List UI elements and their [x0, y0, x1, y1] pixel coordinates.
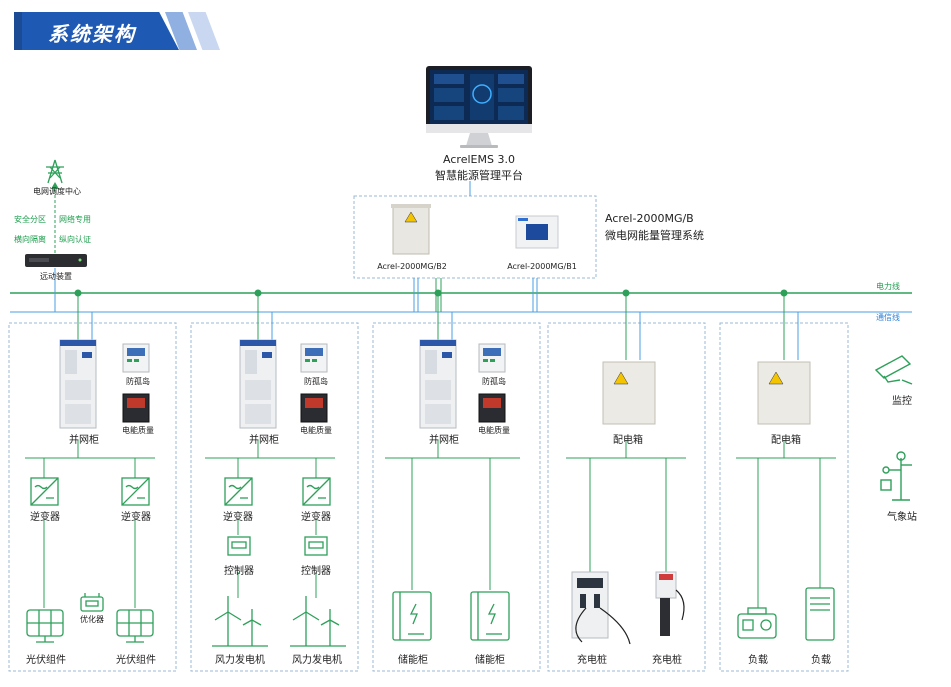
s1-extra-label: 优化器: [80, 615, 104, 624]
distribution-box-icon-2: [757, 361, 811, 425]
s1-dev1-label: 防孤岛: [126, 377, 150, 386]
mgs-b1-cabinet-icon: [515, 215, 559, 249]
s5-left-bottom-label: 负载: [748, 655, 768, 666]
s3-right-bottom-label: 储能柜: [475, 655, 505, 666]
mgs-box: [353, 195, 597, 279]
pv-panel-icon-1: [26, 609, 64, 643]
platform-subtitle: 智慧能源管理平台: [435, 169, 523, 182]
s2-left-bottom-label: 风力发电机: [215, 655, 265, 666]
grid-cabinet-icon-3: [419, 339, 457, 429]
s1-cabinet-label: 并网柜: [69, 435, 99, 446]
anti-islanding-device-icon-3: [478, 343, 506, 373]
rtu-device-icon: [25, 254, 87, 267]
tag-security-zone: 安全分区: [14, 215, 46, 224]
load-device-icon-2: [805, 587, 835, 641]
s3-cabinet-label: 并网柜: [429, 435, 459, 446]
pv-panel-icon-2: [116, 609, 154, 643]
tag-horizontal-isolation: 横向隔离: [14, 235, 46, 244]
weather-station-icon: [880, 451, 912, 501]
header-accent-bar: [14, 12, 22, 50]
grid-cabinet-icon-1: [59, 339, 97, 429]
s4-right-bottom-label: 充电桩: [652, 655, 682, 666]
load-device-icon-1: [737, 607, 777, 639]
grid-cabinet-icon-2: [239, 339, 277, 429]
inverter-icon-1: [30, 477, 59, 506]
monitor-label: 监控: [892, 396, 912, 407]
s1-left-mid-label: 逆变器: [30, 512, 60, 523]
platform-monitor-icon: [426, 66, 532, 148]
s1-left-bottom-label: 光伏组件: [26, 655, 66, 666]
s2-dev1-label: 防孤岛: [304, 377, 328, 386]
camera-icon: [874, 355, 913, 385]
s2-right-mid-label: 逆变器: [301, 512, 331, 523]
s3-dev1-label: 防孤岛: [482, 377, 506, 386]
mgs-title: Acrel-2000MG/B: [605, 212, 694, 225]
s1-right-mid-label: 逆变器: [121, 512, 151, 523]
s5-cabinet-label: 配电箱: [771, 435, 801, 446]
mgs-b1-label: Acrel-2000MG/B1: [507, 262, 577, 271]
power-quality-device-icon-2: [300, 393, 328, 423]
transmission-tower-icon: [46, 159, 64, 184]
section-wind-box: [190, 322, 359, 672]
wind-turbine-icon-2: [290, 596, 346, 647]
mgs-b2-label: Acrel-2000MG/B2: [377, 262, 447, 271]
anti-islanding-device-icon-2: [300, 343, 328, 373]
s1-dev2-label: 电能质量: [122, 426, 154, 435]
section-load-box: [719, 322, 849, 672]
distribution-box-icon-1: [602, 361, 656, 425]
mgs-b2-cabinet-icon: [391, 204, 431, 255]
s2-right-ctrl-label: 控制器: [301, 566, 331, 577]
weather-label: 气象站: [887, 512, 917, 523]
inverter-icon-3: [224, 477, 253, 506]
comm-line-label: 通信线: [876, 313, 900, 322]
platform-name: AcrelEMS 3.0: [443, 153, 515, 166]
s2-left-ctrl-label: 控制器: [224, 566, 254, 577]
page-title: 系统架构: [48, 22, 136, 46]
s5-right-bottom-label: 负载: [811, 655, 831, 666]
s4-left-bottom-label: 充电桩: [577, 655, 607, 666]
anti-islanding-device-icon-1: [122, 343, 150, 373]
s2-right-bottom-label: 风力发电机: [292, 655, 342, 666]
power-quality-device-icon-1: [122, 393, 150, 423]
optimizer-icon: [80, 593, 104, 612]
s2-left-mid-label: 逆变器: [223, 512, 253, 523]
s3-dev2-label: 电能质量: [478, 426, 510, 435]
storage-cabinet-icon-2: [470, 591, 510, 641]
storage-cabinet-icon-1: [392, 591, 432, 641]
rtu-label: 远动装置: [40, 272, 72, 281]
charging-pile-icon-2: [655, 571, 685, 636]
power-quality-device-icon-3: [478, 393, 506, 423]
section-storage-box: [372, 322, 541, 672]
section-charger-box: [547, 322, 706, 672]
s2-cabinet-label: 并网柜: [249, 435, 279, 446]
s4-cabinet-label: 配电箱: [613, 435, 643, 446]
charging-pile-icon-1: [571, 571, 631, 645]
power-line-label: 电力线: [876, 282, 900, 291]
inverter-icon-4: [302, 477, 331, 506]
tag-dedicated-network: 网络专用: [59, 215, 91, 224]
s1-right-bottom-label: 光伏组件: [116, 655, 156, 666]
wind-turbine-icon-1: [212, 596, 268, 647]
s2-dev2-label: 电能质量: [300, 426, 332, 435]
dispatch-center-label: 电网调度中心: [33, 187, 81, 196]
tag-vertical-auth: 纵向认证: [59, 235, 91, 244]
controller-icon-1: [227, 536, 251, 556]
header-band: [14, 12, 179, 50]
s3-left-bottom-label: 储能柜: [398, 655, 428, 666]
controller-icon-2: [304, 536, 328, 556]
mgs-subtitle: 微电网能量管理系统: [605, 229, 704, 242]
section-pv-box: [8, 322, 177, 672]
inverter-icon-2: [121, 477, 150, 506]
